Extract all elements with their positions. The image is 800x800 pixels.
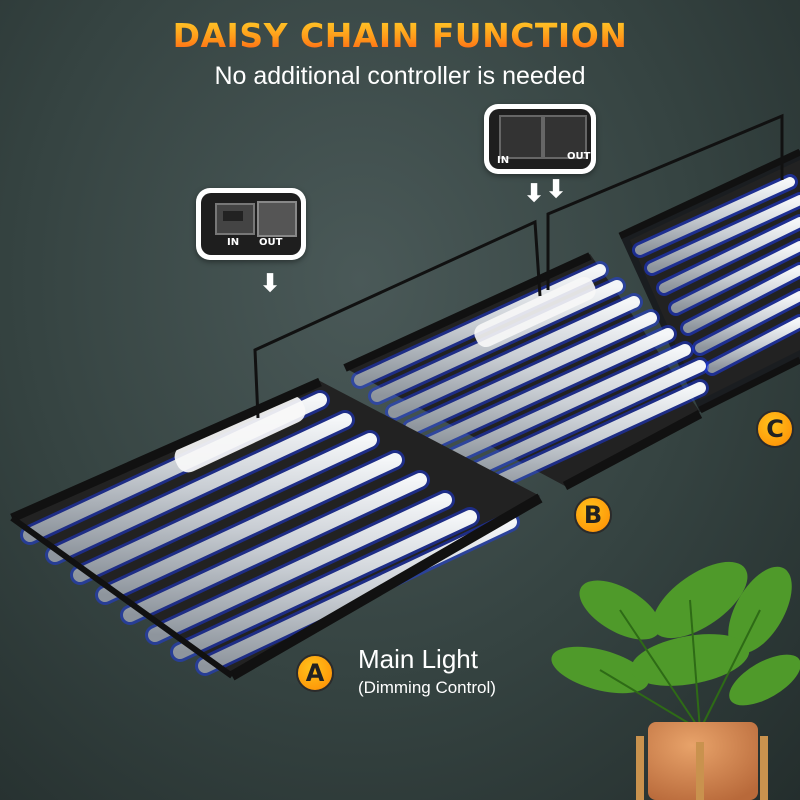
port-in-label: IN bbox=[227, 237, 240, 248]
port-out-label: OUT bbox=[259, 237, 283, 248]
rj45-out-port-icon bbox=[257, 201, 297, 237]
badge-light-b: B bbox=[574, 496, 612, 534]
badge-light-c: C bbox=[756, 410, 794, 448]
daisy-chain-cables bbox=[253, 113, 784, 419]
port-panel: IN OUT bbox=[489, 109, 591, 169]
page-subtitle: No additional controller is needed bbox=[214, 62, 586, 90]
port-in-label: IN bbox=[497, 155, 510, 166]
port-out-label: OUT bbox=[567, 151, 591, 162]
port-callout-a: IN OUT bbox=[196, 188, 306, 260]
light-fixture-c bbox=[618, 148, 800, 414]
port-callout-b: IN OUT bbox=[484, 104, 596, 174]
down-arrow-icon: ⬇ bbox=[260, 270, 281, 297]
page-title: DAISY CHAIN FUNCTION bbox=[0, 16, 800, 55]
light-fixture-a bbox=[10, 377, 543, 681]
badge-light-a: A bbox=[296, 654, 334, 692]
rj45-in-port-icon bbox=[215, 203, 255, 235]
main-light-sublabel: (Dimming Control) bbox=[358, 678, 496, 697]
rj45-in-port-icon bbox=[499, 115, 543, 159]
potted-plant bbox=[551, 561, 800, 800]
down-arrow-icon: ⬇ bbox=[546, 176, 567, 203]
light-fixture-b bbox=[343, 252, 709, 499]
main-light-label: Main Light bbox=[358, 644, 478, 674]
down-arrow-icon: ⬇ bbox=[524, 180, 545, 207]
rj45-out-port-icon bbox=[543, 115, 587, 159]
port-panel: IN OUT bbox=[201, 193, 301, 255]
